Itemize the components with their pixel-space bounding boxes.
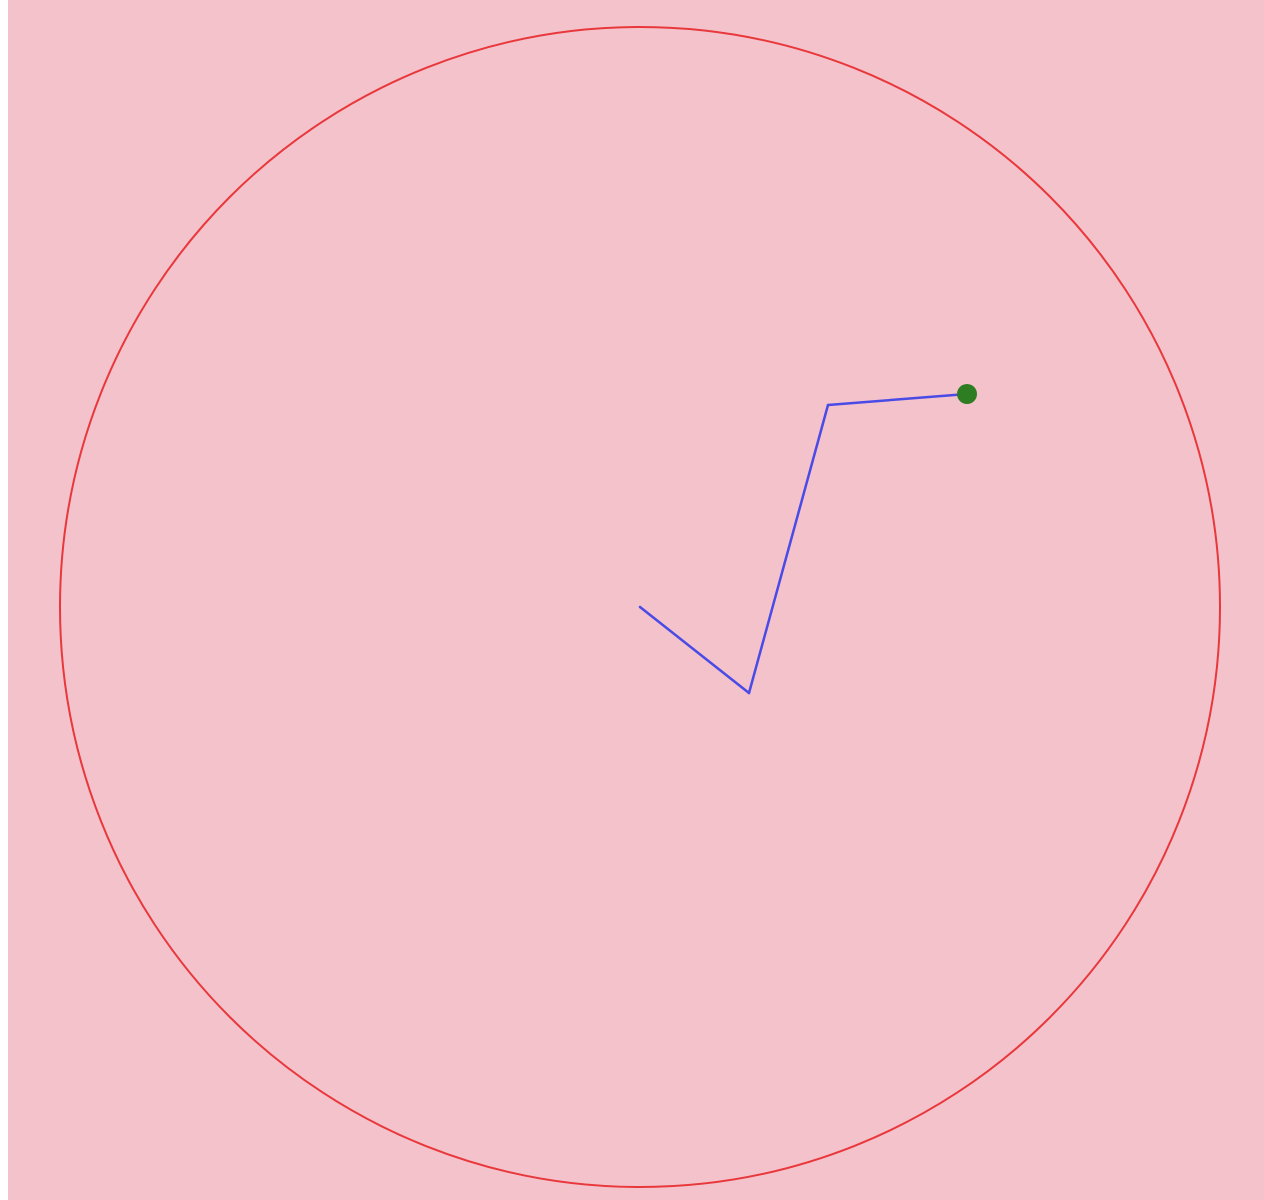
game-canvas[interactable] xyxy=(8,0,1264,1200)
reach-boundary-circle xyxy=(59,26,1221,1188)
arm-segment-1 xyxy=(638,605,751,695)
end-effector-dot[interactable] xyxy=(957,384,977,404)
game-stage[interactable] xyxy=(8,0,1264,1200)
arm-segment-2 xyxy=(747,403,830,695)
robot-arm xyxy=(638,392,969,695)
canvas-background xyxy=(8,0,1264,1200)
arm-segment-3 xyxy=(826,392,969,407)
